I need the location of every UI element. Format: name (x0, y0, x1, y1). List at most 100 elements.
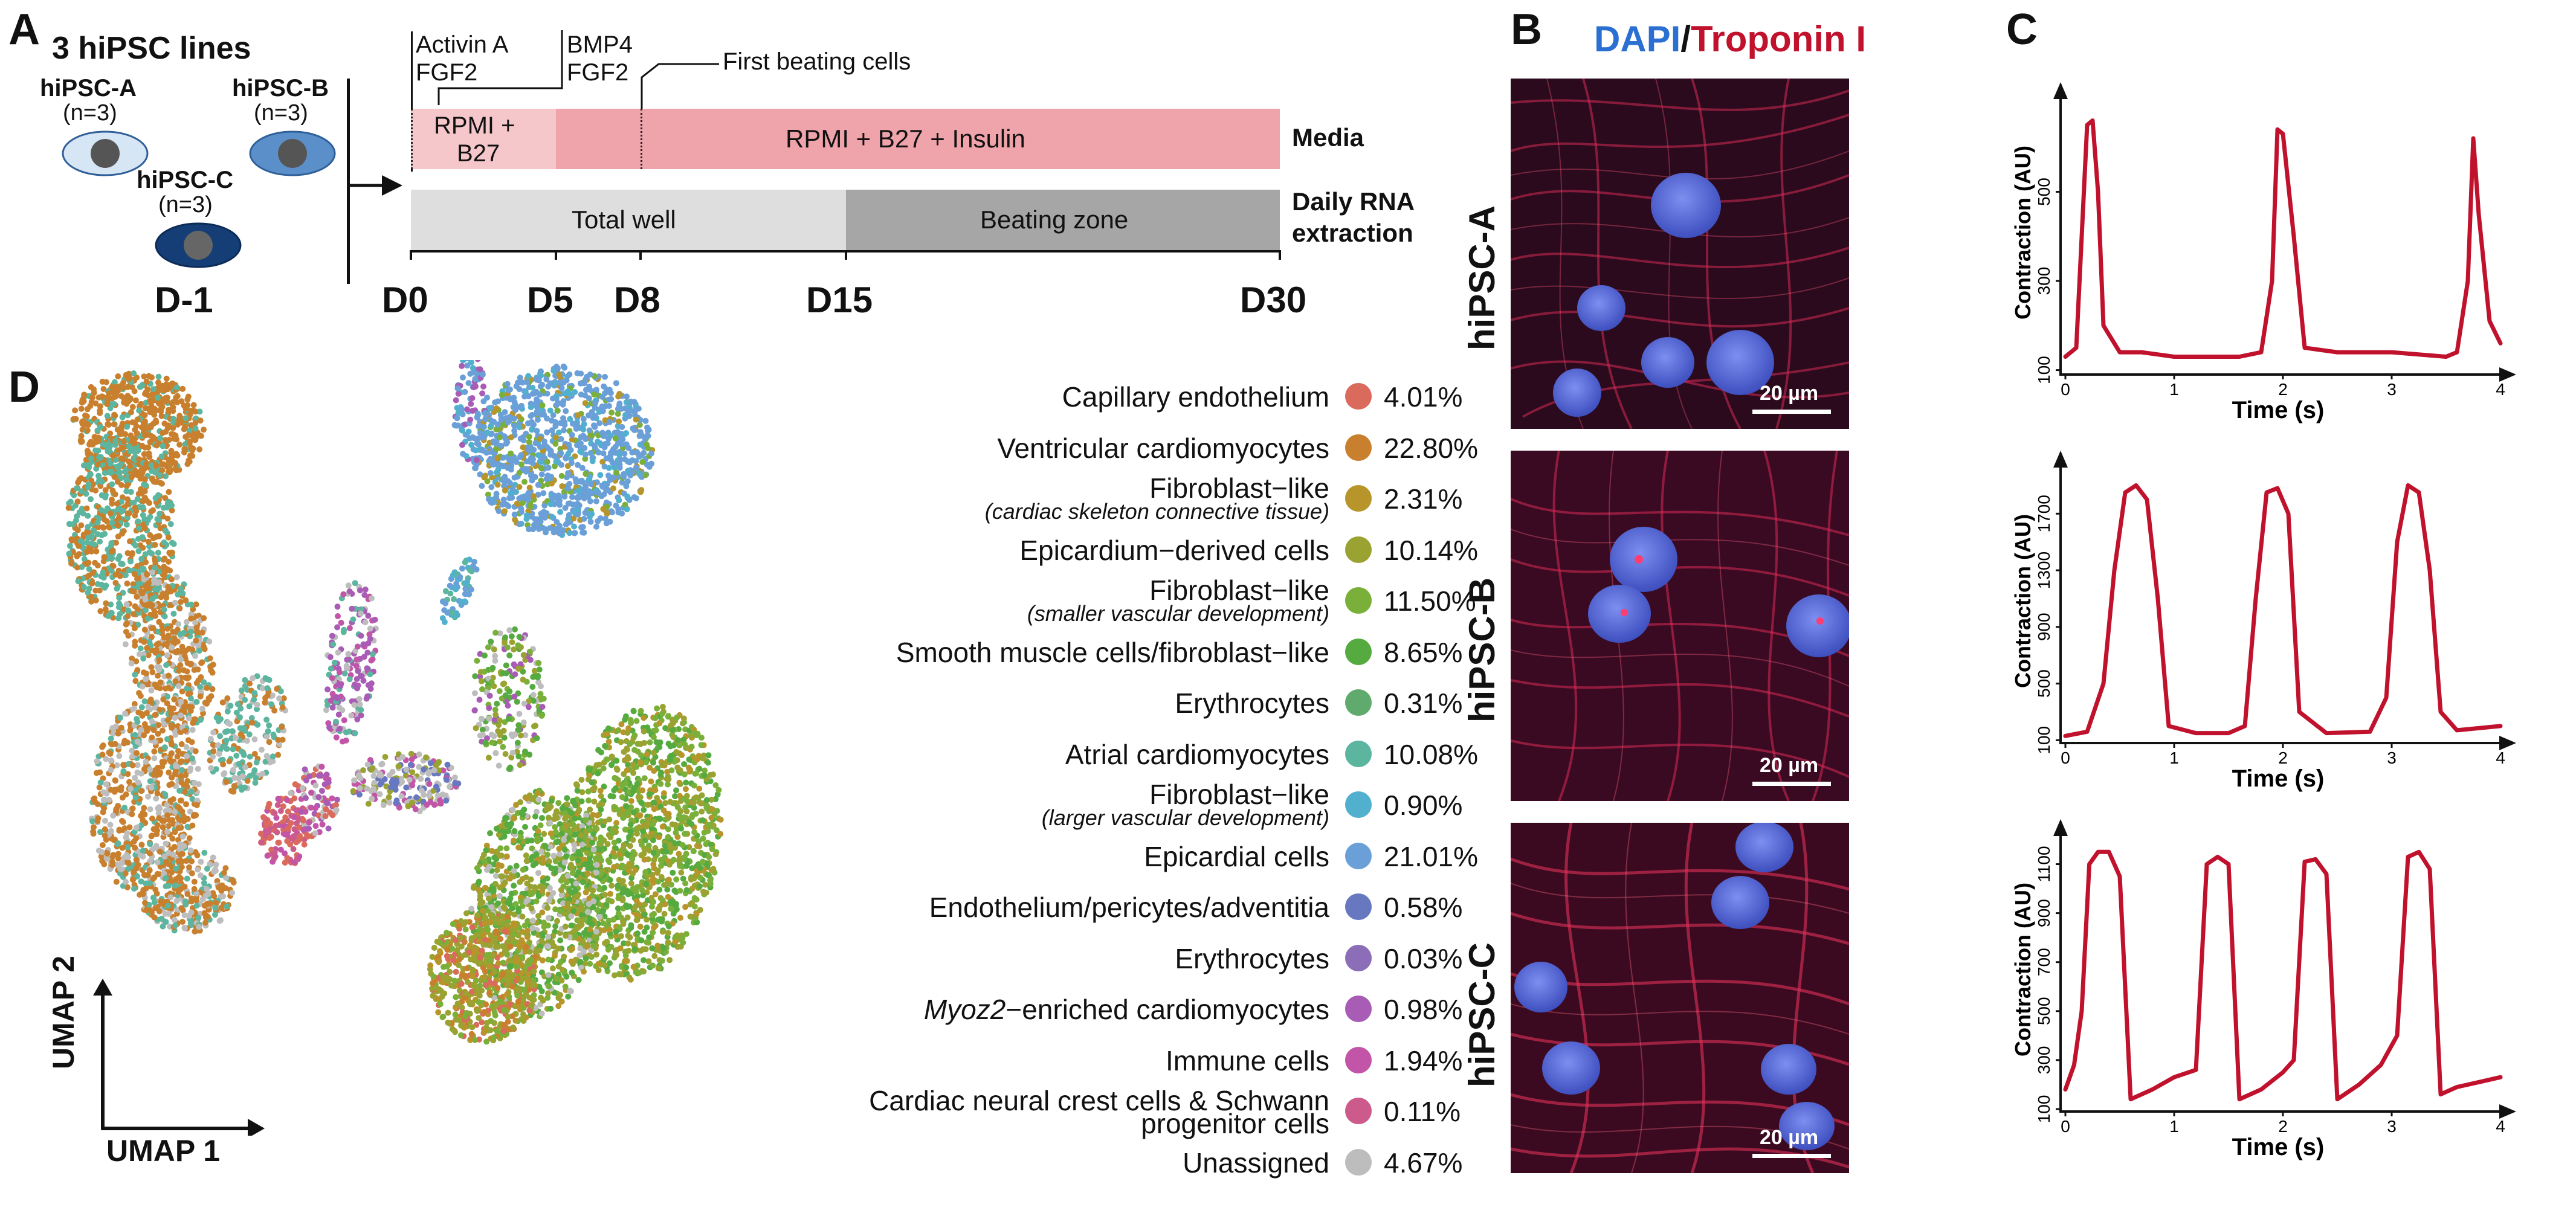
umap-point (598, 834, 604, 841)
umap-point (473, 457, 480, 463)
umap-point (159, 627, 166, 634)
umap-point (220, 893, 227, 899)
umap-point (544, 429, 550, 436)
umap-point (345, 651, 352, 657)
umap-point (554, 366, 561, 373)
umap-point (173, 763, 179, 770)
umap-point (102, 494, 109, 501)
umap-point (153, 795, 160, 802)
x-tick-label: 0 (2061, 748, 2070, 767)
umap-point (526, 446, 532, 453)
timeline-arrow (348, 175, 402, 196)
umap-point (149, 909, 155, 915)
umap-point (108, 828, 114, 834)
umap-point (528, 413, 534, 419)
umap-point (74, 553, 80, 559)
umap-point (178, 585, 184, 592)
umap-point (199, 706, 205, 712)
umap-point (617, 456, 624, 463)
umap-point (651, 806, 657, 812)
umap-point (557, 379, 563, 385)
umap-point (329, 675, 335, 681)
umap-point (333, 718, 339, 725)
umap-point (171, 635, 178, 642)
umap-point (593, 523, 599, 530)
umap-point (474, 414, 480, 420)
media-stage1-bar (411, 109, 556, 169)
umap-point (97, 608, 104, 614)
umap-point (239, 787, 245, 793)
umap-point (86, 566, 92, 572)
umap-point (147, 433, 154, 439)
umap-point (172, 732, 179, 738)
umap-point (578, 524, 584, 530)
umap-point (108, 767, 114, 773)
umap-point (110, 812, 117, 819)
umap-point (355, 771, 362, 778)
umap-point (140, 567, 146, 573)
umap-point (566, 371, 573, 378)
umap-point (403, 767, 410, 773)
umap-point (575, 511, 581, 518)
umap-point (459, 427, 466, 434)
umap-point (380, 802, 387, 808)
umap-point (179, 919, 186, 925)
umap-point (346, 588, 353, 594)
umap-point (392, 783, 398, 790)
umap-point (557, 523, 563, 529)
umap-point (337, 726, 343, 732)
plot-axes (2059, 459, 2508, 744)
umap-point (299, 785, 306, 791)
umap-point (581, 515, 587, 522)
umap-point (192, 748, 199, 755)
umap-point (123, 601, 130, 608)
umap-point (144, 645, 150, 651)
umap-point (128, 660, 135, 667)
umap-point (284, 797, 291, 803)
umap-point (149, 468, 155, 474)
umap-point (162, 527, 169, 534)
umap-point (177, 797, 184, 804)
umap-point (99, 842, 106, 848)
media-stage1-label-b: B27 (457, 140, 500, 167)
umap-point (81, 391, 88, 398)
umap-point (125, 632, 132, 639)
umap-point (217, 733, 223, 739)
umap-point (84, 427, 91, 434)
umap-point (468, 401, 474, 407)
umap-point (561, 390, 568, 397)
line-b-name: hiPSC-B (232, 75, 329, 101)
umap-point (263, 716, 270, 723)
timeline-divider (347, 79, 350, 284)
umap-point (150, 507, 157, 513)
umap-point (134, 738, 141, 745)
umap-point (350, 788, 357, 794)
umap-point (642, 417, 649, 424)
umap-point (123, 878, 129, 885)
umap-point (169, 780, 175, 787)
umap-point (178, 864, 185, 870)
x-tick-label: 3 (2387, 748, 2397, 767)
umap-point (152, 558, 158, 564)
umap-point (365, 800, 372, 807)
umap-point (409, 799, 416, 806)
umap-point (72, 407, 79, 414)
umap-point (558, 472, 565, 479)
umap-point (115, 447, 121, 454)
umap-point (149, 634, 155, 640)
umap-point (470, 369, 476, 376)
umap-point (566, 530, 573, 536)
umap-point (465, 380, 472, 387)
umap-point (418, 787, 425, 794)
umap-point (677, 887, 683, 894)
umap-point (165, 499, 172, 506)
umap-point (154, 516, 161, 523)
umap-point (185, 393, 192, 400)
umap-point (150, 386, 157, 393)
umap-point (140, 504, 146, 510)
umap-point (187, 452, 193, 459)
umap-point (157, 472, 163, 478)
umap-point (127, 727, 134, 734)
umap-point (563, 521, 569, 528)
umap-point (362, 619, 369, 626)
